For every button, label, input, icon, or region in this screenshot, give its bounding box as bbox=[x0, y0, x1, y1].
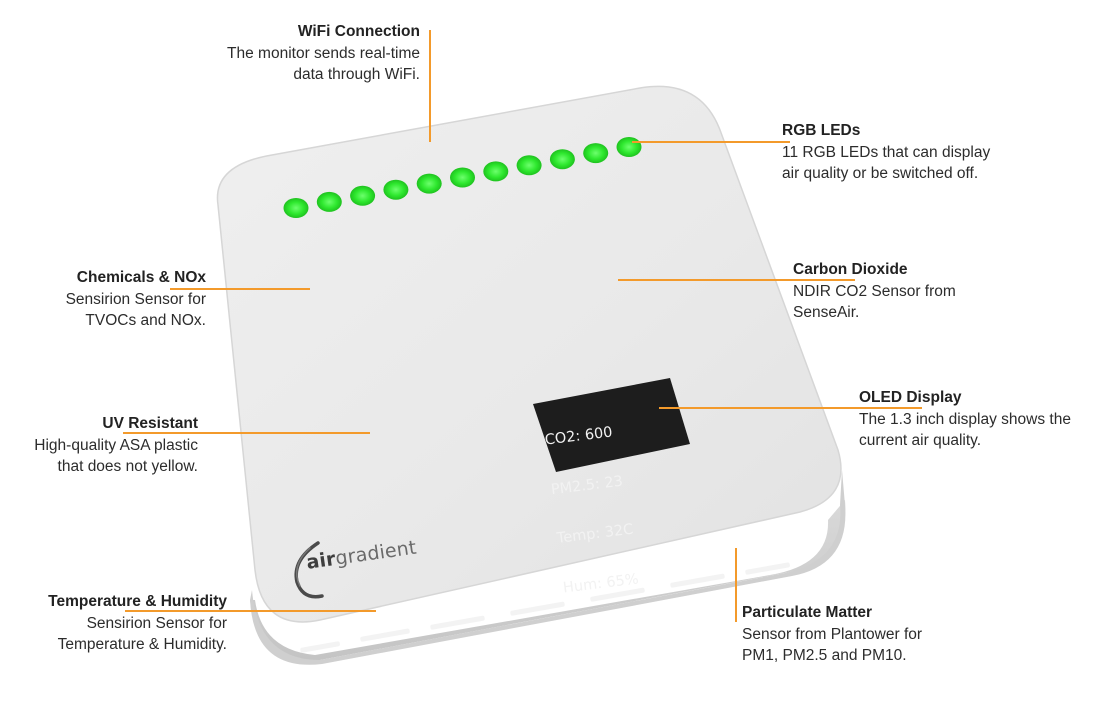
rgb-led bbox=[516, 155, 542, 176]
rgb-led bbox=[450, 167, 475, 188]
callout-co2-title: Carbon Dioxide bbox=[793, 261, 908, 278]
callout-oled-title: OLED Display bbox=[859, 389, 962, 406]
callout-rgb-leds: RGB LEDs 11 RGB LEDs that can display ai… bbox=[782, 120, 1062, 185]
rgb-led bbox=[583, 143, 609, 164]
callout-oled-desc: The 1.3 inch display shows the current a… bbox=[859, 410, 1071, 450]
callout-uv-desc: High-quality ASA plastic that does not y… bbox=[34, 436, 198, 476]
callout-particulate-matter: Particulate Matter Sensor from Plantower… bbox=[742, 602, 1002, 667]
callout-wifi: WiFi Connection The monitor sends real-t… bbox=[150, 21, 420, 86]
callout-uv: UV Resistant High-quality ASA plastic th… bbox=[5, 413, 198, 478]
rgb-led bbox=[549, 149, 575, 170]
callout-temp-title: Temperature & Humidity bbox=[48, 593, 227, 610]
callout-co2-desc: NDIR CO2 Sensor from SenseAir. bbox=[793, 282, 956, 322]
rgb-led bbox=[383, 179, 409, 200]
callout-lines bbox=[123, 30, 922, 622]
callout-temp-desc: Sensirion Sensor for Temperature & Humid… bbox=[57, 614, 227, 654]
rgb-led bbox=[416, 173, 442, 194]
rgb-led bbox=[483, 161, 509, 182]
rgb-led bbox=[616, 137, 642, 157]
callout-chemicals: Chemicals & NOx Sensirion Sensor for TVO… bbox=[10, 267, 206, 332]
callout-pm-title: Particulate Matter bbox=[742, 604, 873, 621]
rgb-led bbox=[316, 191, 342, 212]
brand-prefix: air bbox=[305, 547, 338, 574]
side-vents bbox=[300, 562, 790, 653]
callout-uv-title: UV Resistant bbox=[102, 415, 198, 432]
callout-pm-desc: Sensor from Plantower for PM1, PM2.5 and… bbox=[742, 625, 923, 665]
logo-swirl-icon bbox=[294, 541, 324, 599]
oled-line-co2: CO2: 600 bbox=[544, 424, 614, 449]
callout-wifi-desc: The monitor sends real-time data through… bbox=[227, 44, 420, 84]
rgb-led bbox=[283, 198, 309, 218]
callout-temperature-humidity: Temperature & Humidity Sensirion Sensor … bbox=[5, 591, 227, 656]
oled-display bbox=[533, 378, 690, 472]
rgb-led-row bbox=[283, 137, 642, 218]
callout-oled: OLED Display The 1.3 inch display shows … bbox=[859, 387, 1104, 452]
device-top bbox=[216, 85, 842, 623]
callout-chemicals-title: Chemicals & NOx bbox=[76, 269, 206, 286]
callout-rgb-desc: 11 RGB LEDs that can display air quality… bbox=[782, 143, 991, 183]
oled-line-pm25: PM2.5: 23 bbox=[550, 473, 624, 498]
callout-chemicals-desc: Sensirion Sensor for TVOCs and NOx. bbox=[65, 290, 206, 330]
callout-co2: Carbon Dioxide NDIR CO2 Sensor from Sens… bbox=[793, 259, 1043, 324]
callout-wifi-title: WiFi Connection bbox=[297, 23, 420, 40]
rgb-led bbox=[350, 185, 376, 206]
callout-rgb-title: RGB LEDs bbox=[782, 122, 861, 139]
oled-line-hum: Hum: 65% bbox=[562, 570, 640, 597]
oled-line-temp: Temp: 32C bbox=[556, 521, 635, 547]
